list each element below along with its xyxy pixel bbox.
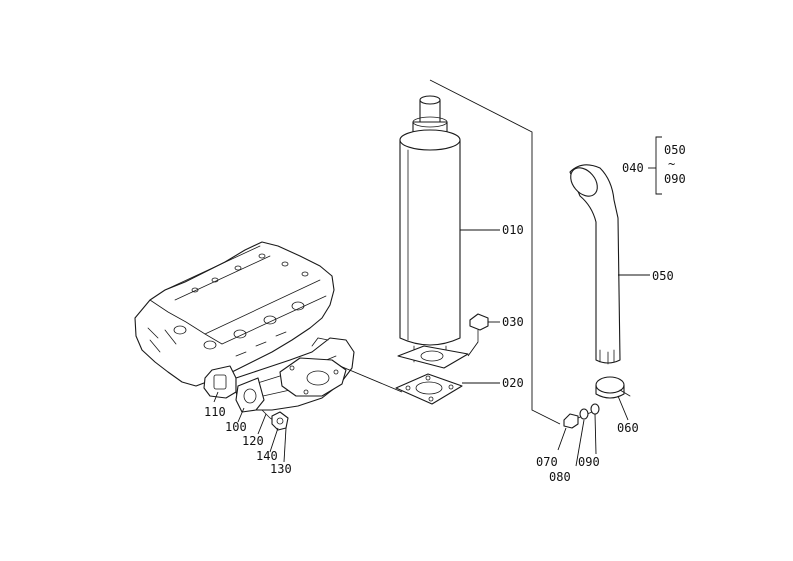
label-060: 060 [617,421,639,435]
muffler-drawing [397,95,469,369]
label-100: 100 [225,420,247,434]
callout-labels: 010 030 020 050 040 050 ~ 090 060 070 08… [204,143,686,484]
leader-lines [213,79,662,467]
label-020: 020 [502,376,524,390]
flange-gasket-drawing [395,373,463,405]
label-120: 120 [242,434,264,448]
stud-nut-drawing [261,409,289,431]
label-050-pipe: 050 [652,269,674,283]
exhaust-manifold-drawing [203,337,355,411]
label-010: 010 [502,223,524,237]
label-030: 030 [502,315,524,329]
label-050-range: 050 [664,143,686,157]
label-040: 040 [622,161,644,175]
bolt-drawing [469,313,489,343]
range-separator: ~ [668,157,675,171]
clamp-fastener-drawing [563,403,600,429]
label-110: 110 [204,405,226,419]
label-140: 140 [256,449,278,463]
engine-block-drawing [134,241,335,387]
label-130: 130 [270,462,292,476]
gasket-drawing [235,377,265,413]
clamp-drawing [595,376,631,399]
label-090-range: 090 [664,172,686,186]
label-080: 080 [549,470,571,484]
tail-pipe-drawing [569,164,621,365]
label-070: 070 [536,455,558,469]
label-090: 090 [578,455,600,469]
